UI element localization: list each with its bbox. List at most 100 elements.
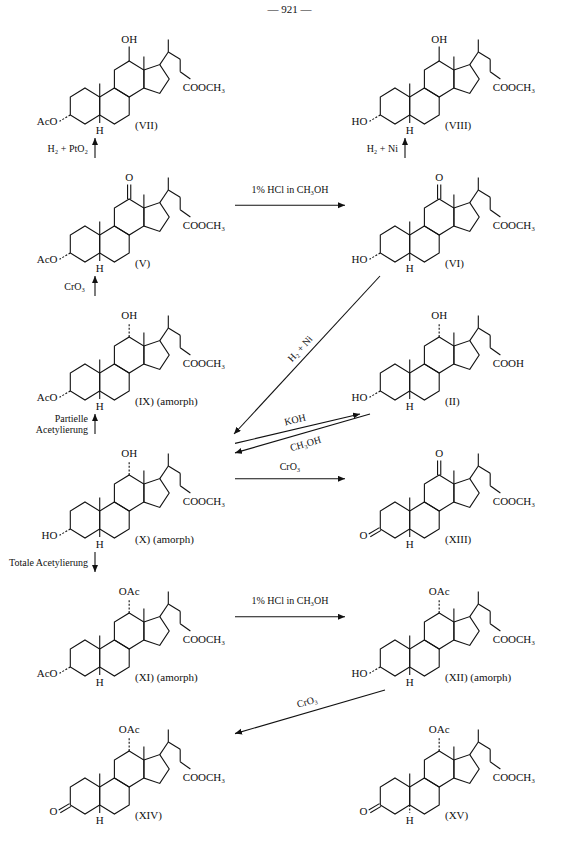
reagent-label: KOH — [279, 411, 311, 429]
bond — [168, 328, 180, 335]
compound-number: (VII) — [135, 119, 158, 132]
bond — [490, 473, 491, 486]
substituent-label: HO — [42, 529, 58, 542]
compound: OHCOOCH₃HOH(X) (amorph) — [35, 434, 235, 552]
bond — [143, 333, 144, 347]
compound: OHCOOHHOH(II) — [345, 296, 545, 414]
ring — [114, 751, 143, 787]
bond — [99, 391, 100, 399]
compound: OAcCOOCH₃OH(XV) — [345, 710, 545, 828]
compound: OAcCOOCH₃AcOH(XI) (amorph) — [35, 572, 235, 690]
substituent-label: OH — [431, 309, 447, 322]
ring — [410, 778, 440, 814]
bond — [160, 604, 169, 617]
ring — [380, 640, 409, 676]
compound-number: (VI) — [445, 257, 464, 270]
hydrogen-label: H — [96, 124, 104, 137]
ring — [144, 755, 169, 784]
ring — [424, 751, 454, 787]
bond — [168, 177, 169, 190]
bond — [127, 185, 128, 199]
bond — [437, 185, 438, 199]
bond — [409, 774, 410, 788]
ring — [410, 502, 440, 538]
hydrogen-label: H — [96, 262, 104, 275]
reaction-arrow — [235, 478, 345, 479]
ring — [70, 88, 99, 124]
ester-group: COOCH₃ — [183, 495, 225, 508]
bond — [160, 52, 169, 65]
compound-number: (V) — [135, 257, 150, 270]
ring — [380, 226, 409, 262]
substituent-label: O — [435, 447, 443, 460]
hydrogen-label: H — [406, 676, 414, 689]
bond — [60, 115, 71, 121]
substituent-label: OH — [121, 447, 137, 460]
compound-number: (VIII) — [445, 119, 471, 132]
ring — [100, 502, 130, 538]
bond — [168, 39, 169, 52]
ring — [410, 364, 440, 400]
bond — [143, 747, 144, 761]
bond — [369, 804, 380, 810]
page-number: — 921 — — [268, 3, 312, 16]
hydrogen-label: H — [96, 676, 104, 689]
bond — [409, 222, 410, 236]
bond — [478, 729, 479, 742]
bond — [369, 528, 380, 534]
ester-group: COOCH₃ — [493, 633, 535, 646]
bond — [99, 222, 100, 236]
bond — [180, 749, 181, 762]
bond — [59, 804, 70, 810]
bond — [370, 253, 381, 259]
ring — [70, 640, 99, 676]
ring — [144, 65, 169, 94]
ring — [144, 617, 169, 646]
substituent-label: HO — [352, 253, 368, 266]
hydrogen-label: H — [406, 814, 414, 827]
substituent-label: O — [50, 805, 58, 818]
ring — [380, 88, 409, 124]
ring — [424, 61, 454, 97]
bond — [129, 47, 130, 61]
hydrogen-label: H — [406, 262, 414, 275]
ring — [454, 617, 479, 646]
ring — [410, 226, 440, 262]
bond — [478, 453, 479, 466]
bond — [180, 59, 181, 72]
substituent-label: OAc — [429, 723, 450, 736]
substituent-label: HO — [352, 391, 368, 404]
ring — [454, 755, 479, 784]
ring — [380, 778, 409, 814]
ester-group: COOCH₃ — [493, 495, 535, 508]
bond — [168, 742, 180, 749]
bond — [470, 328, 479, 341]
compound-number: (II) — [445, 395, 460, 408]
ester-group: COOCH₃ — [493, 771, 535, 784]
bond — [453, 609, 454, 623]
reaction-arrow — [234, 276, 380, 434]
bond — [490, 197, 491, 210]
ring — [100, 640, 130, 676]
bond — [478, 39, 479, 52]
ring — [100, 778, 130, 814]
bond — [453, 195, 454, 209]
bond — [168, 190, 180, 197]
reagent-label: Totale Acetylierung — [8, 557, 88, 568]
substituent-label: AcO — [37, 253, 58, 266]
compound-number: (XIV) — [135, 809, 162, 822]
reagent-label: H₂ + Ni — [279, 326, 321, 370]
ester-group: COOCH₃ — [183, 81, 225, 94]
ring — [114, 475, 143, 511]
bond — [439, 47, 440, 61]
bond — [60, 253, 71, 259]
reagent-label: H₂ + PtO₂ — [18, 143, 88, 154]
bond — [99, 636, 100, 650]
substituent-label: HO — [352, 667, 368, 680]
bond — [470, 190, 479, 203]
substituent-label: OH — [431, 33, 447, 46]
reagent-label: Partielle Acetylierung — [8, 413, 88, 435]
bond — [470, 466, 479, 479]
ring — [454, 203, 479, 232]
bond — [180, 486, 190, 493]
